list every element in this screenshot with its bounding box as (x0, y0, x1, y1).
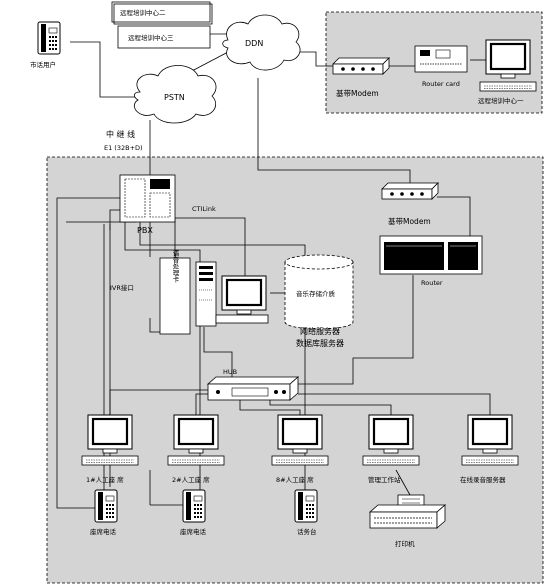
server-tower (195, 261, 217, 327)
workstation-admin: 管理工作站 (362, 413, 420, 484)
phone-1-label: 座席电话 (90, 527, 117, 536)
operator-label: 话务台 (297, 527, 317, 536)
voice-card: 语音处理卡 (159, 248, 191, 335)
modem-top-label: 基带Modem (336, 88, 379, 98)
pbx-device: PBX (119, 174, 176, 235)
workstation-seat-8: 8#人工座 席 (271, 413, 329, 484)
ctilink-label: CTILink (192, 205, 216, 213)
ddn-label: DDN (245, 39, 263, 48)
modem-right-label: 基带Modem (388, 216, 431, 226)
seat-8-label: 8#人工座 席 (276, 475, 314, 484)
trunk-line-label: 中 继 线 (106, 129, 135, 139)
printer-label: 打印机 (395, 539, 415, 548)
remote-center-1-computer: 远程培训中心一 (478, 38, 537, 105)
server-monitor (215, 274, 269, 324)
city-user-phone: 市话用户 (30, 21, 61, 69)
db-server-label: 数据库服务器 (296, 338, 344, 348)
router-label: Router (421, 279, 443, 287)
remote-center-3: 远程培训中心三 (117, 25, 211, 49)
hub-device: HUB (206, 368, 300, 401)
remote-center-2: 远程培训中心二 (111, 1, 213, 25)
city-user-label: 市话用户 (30, 60, 56, 69)
pstn-label: PSTN (164, 93, 185, 102)
phone-2-label: 座席电话 (180, 527, 207, 536)
pbx-label: PBX (137, 226, 153, 235)
e1-label: E1 (32B+D) (104, 144, 143, 152)
operator-phone: 话务台 (294, 489, 318, 536)
router-card-label: Router card (422, 80, 460, 88)
network-server-label: 网络服务器 (300, 326, 340, 336)
printer-device: 打印机 (368, 494, 447, 548)
seat-phone-2: 座席电话 (180, 489, 207, 536)
ddn-cloud: DDN (222, 14, 301, 71)
remote-center-2-label: 远程培训中心二 (120, 8, 166, 17)
admin-ws-label: 管理工作站 (368, 475, 401, 484)
hub-label: HUB (223, 368, 237, 376)
remote-center-1-label: 远程培训中心一 (478, 96, 524, 105)
voice-card-label: 语音处理卡 (171, 248, 179, 283)
router-device: Router (379, 235, 483, 287)
seat-2-label: 2#人工座 席 (172, 475, 210, 484)
storage-cylinder: 音乐存储介质 (284, 254, 354, 330)
seat-phone-1: 座席电话 (90, 489, 118, 536)
remote-center-3-label: 远程培训中心三 (128, 33, 174, 42)
storage-label: 音乐存储介质 (296, 289, 336, 298)
record-server-label: 在线录音服务器 (460, 475, 506, 484)
workstation-seat-1: 1#人工座 席 (81, 413, 139, 484)
router-card-device: Router card (414, 45, 468, 88)
modem-right: 基带Modem (381, 182, 439, 226)
seat-1-label: 1#人工座 席 (86, 475, 124, 484)
workstation-seat-2: 2#人工座 席 (167, 413, 225, 484)
pstn-cloud: PSTN (133, 65, 217, 124)
modem-top: 基带Modem (332, 57, 390, 98)
workstation-record-server: 在线录音服务器 (460, 413, 519, 484)
ivr-port-label: IVR接口 (110, 283, 134, 292)
